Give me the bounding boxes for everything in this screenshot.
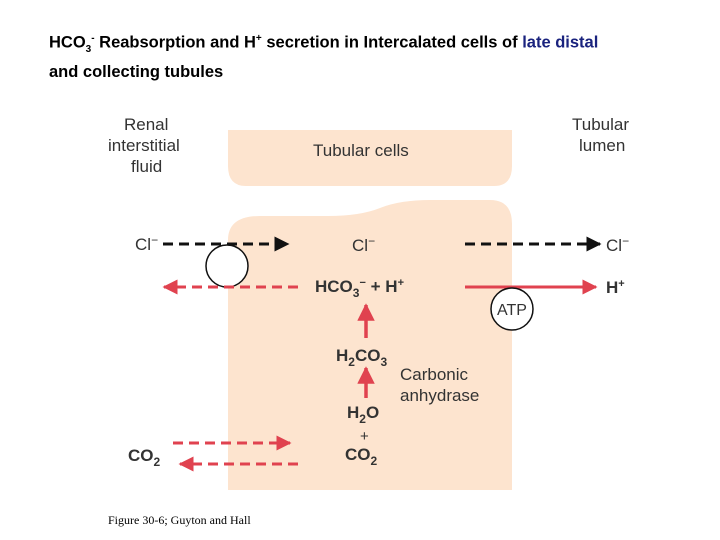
cl-left-label: Cl− [135, 233, 158, 254]
title-h-sup: + [255, 33, 262, 44]
upper-cell [228, 130, 512, 186]
title-hco3: HCO [49, 33, 86, 52]
main-cell [228, 200, 512, 490]
page-title: HCO3- Reabsorption and H+ secretion in I… [49, 28, 709, 83]
title-hco3-sub: 3 [85, 43, 92, 55]
renal-label-line1: Renal [124, 115, 168, 134]
tubular-cells-label: Tubular cells [313, 141, 409, 160]
h-right-label: H+ [606, 278, 625, 297]
title-hco3-sup: - [91, 33, 95, 44]
hco3-h-label: HCO3− + H+ [315, 277, 404, 300]
carbonic-label-line2: anhydrase [400, 386, 479, 405]
cl-right-label: Cl− [606, 234, 629, 255]
title-accent: late distal [522, 33, 599, 52]
figure-caption: Figure 30-6; Guyton and Hall [108, 513, 251, 527]
co2-left-label: CO2 [128, 446, 161, 469]
atp-label: ATP [497, 302, 527, 319]
h2co3-label: H2CO3 [336, 346, 387, 369]
lumen-label-line2: lumen [579, 136, 625, 155]
renal-label-line3: fluid [131, 157, 162, 176]
exchanger-circle [205, 244, 249, 288]
carbonic-label-line1: Carbonic [400, 365, 469, 384]
title-part2: secretion in Intercalated cells of [261, 33, 523, 52]
atp-pump-circle [490, 287, 534, 331]
h2o-label: H2O [347, 403, 379, 426]
plus-label: + [360, 428, 369, 445]
lumen-label-line1: Tubular [572, 115, 629, 134]
title-part1: Reabsorption and H [94, 33, 256, 52]
renal-label-line2: interstitial [108, 136, 180, 155]
co2-center-label: CO2 [345, 445, 378, 468]
cl-center-label: Cl− [352, 234, 375, 255]
title-line2: and collecting tubules [49, 62, 224, 81]
